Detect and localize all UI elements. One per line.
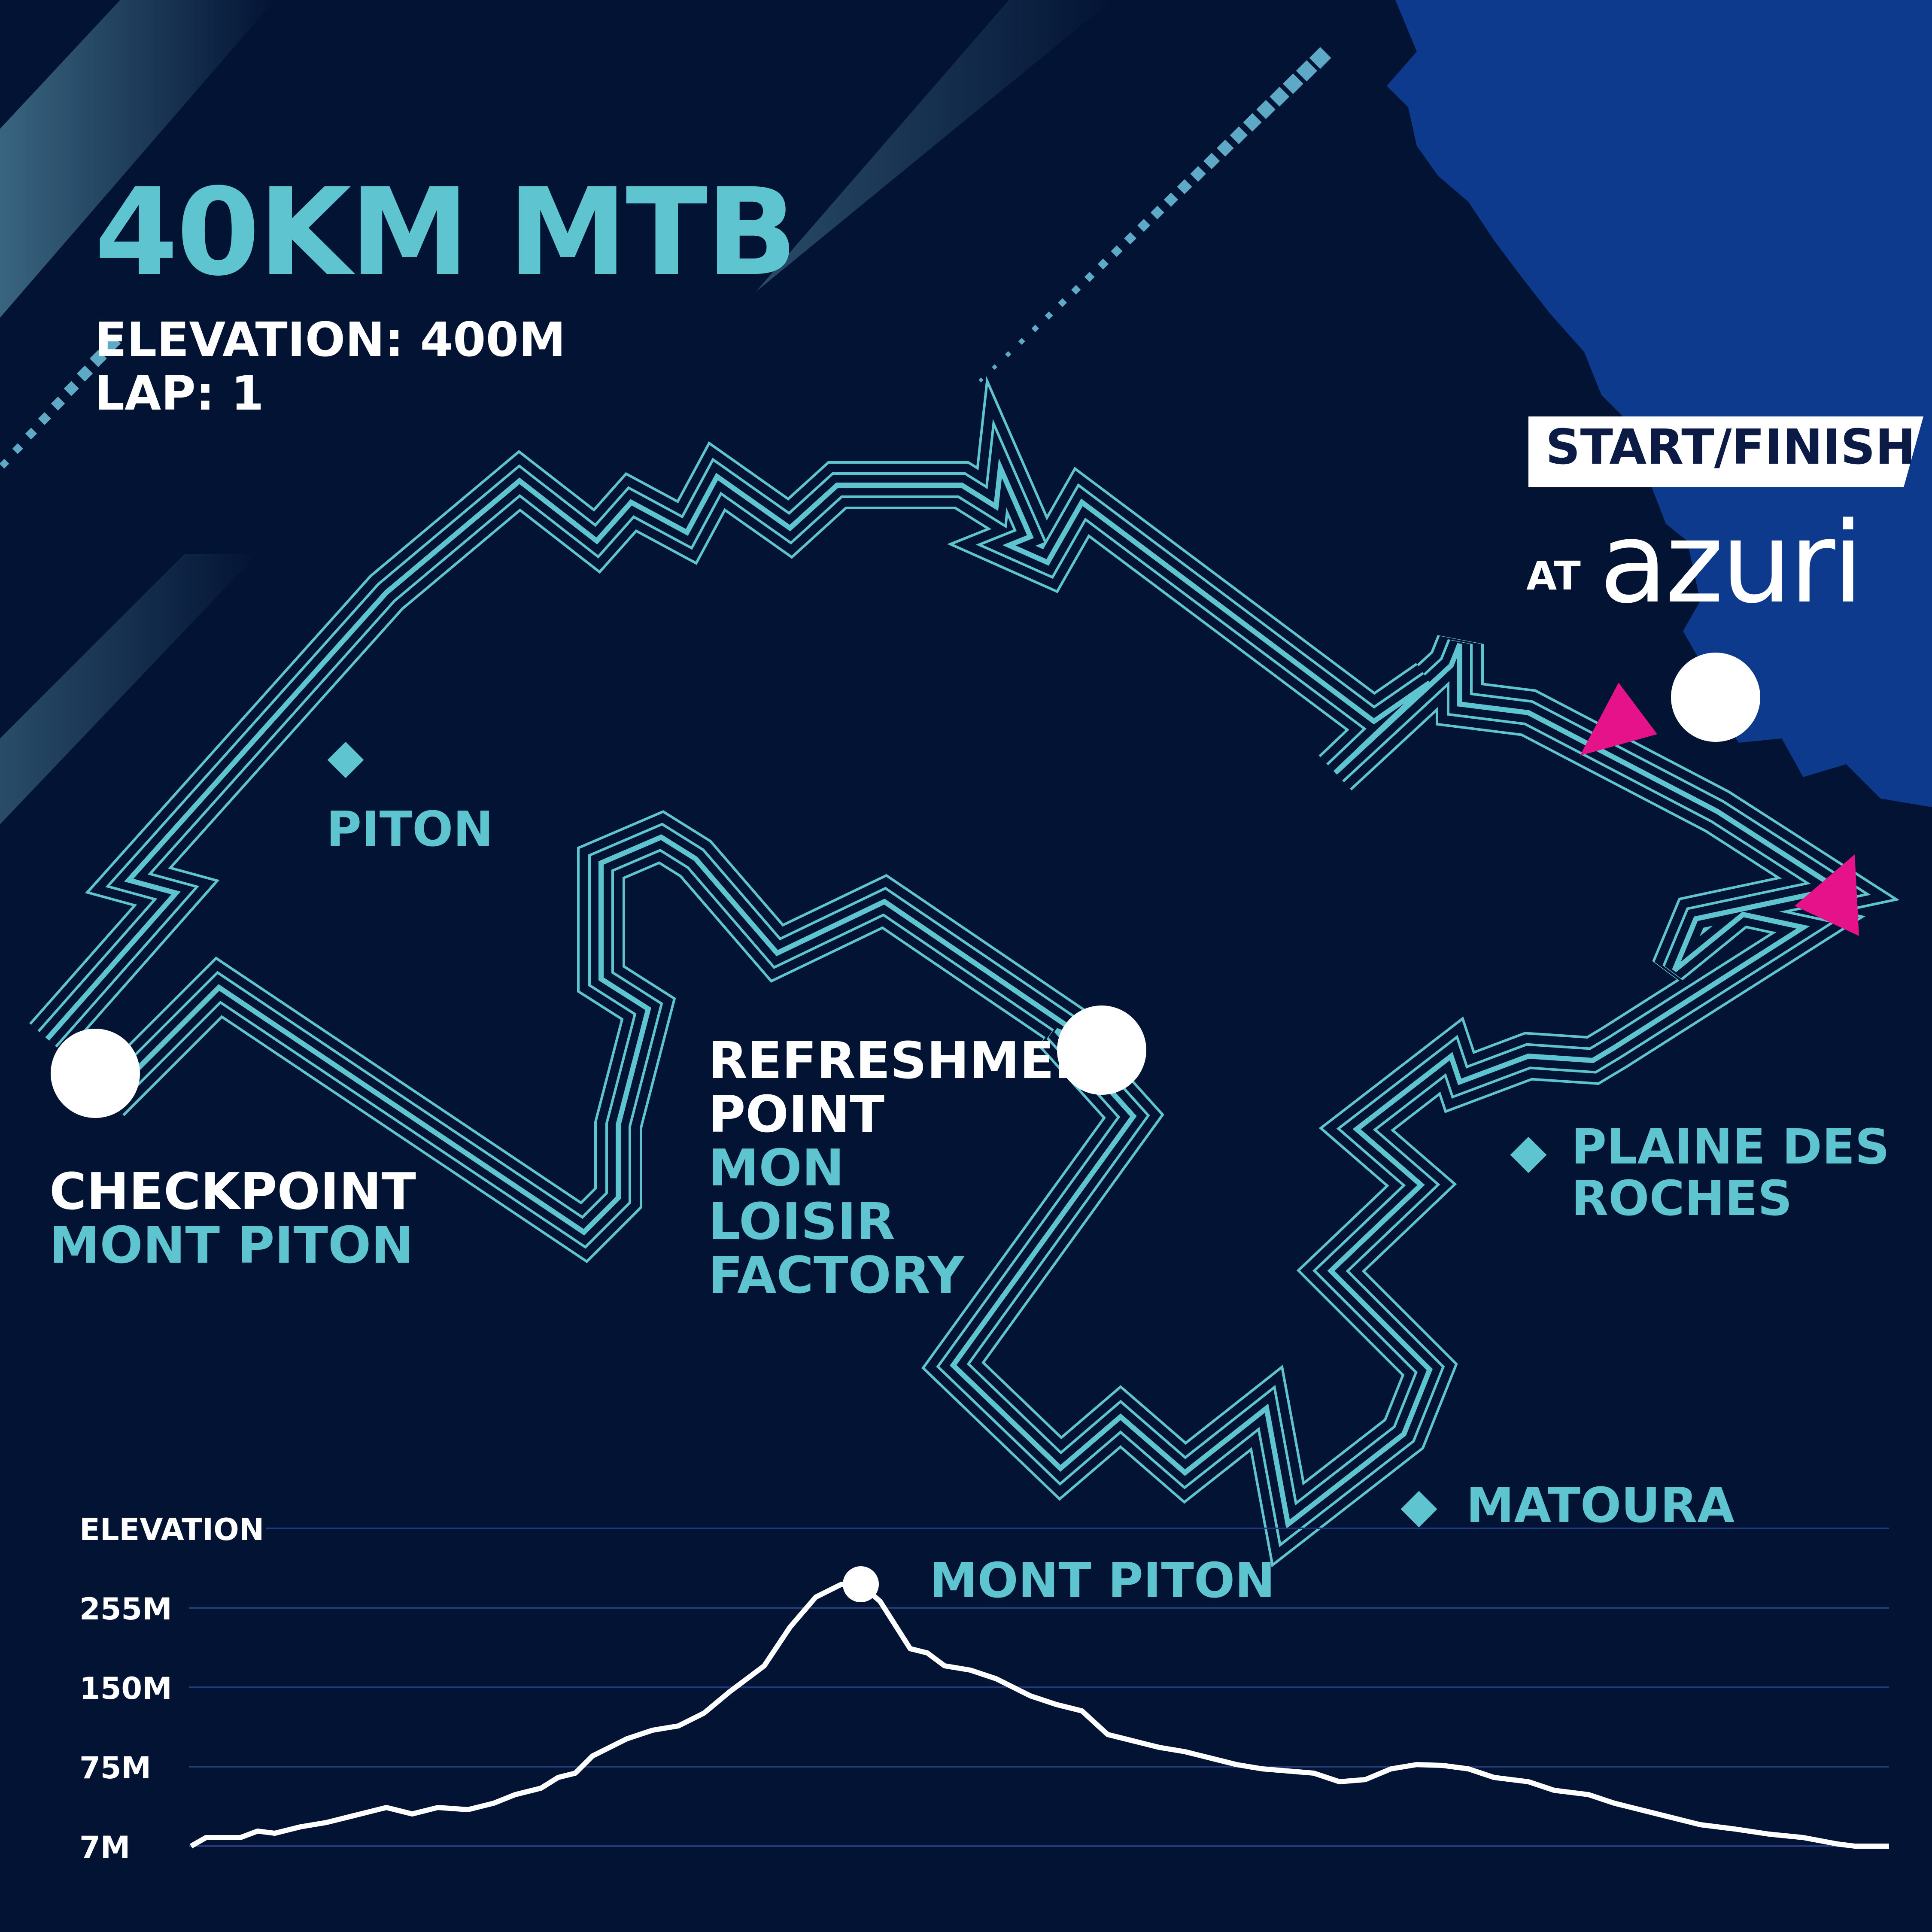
- refreshment-marker: [1057, 1005, 1146, 1095]
- tick-label: 7M: [79, 1830, 131, 1865]
- decor-dot: [1177, 179, 1192, 194]
- decor-dot: [1058, 298, 1067, 307]
- decor-dot: [1071, 285, 1081, 295]
- decor-dot: [1018, 337, 1025, 345]
- decor-dot: [1270, 86, 1290, 107]
- decor-dot: [1111, 245, 1123, 257]
- decor-dot: [978, 377, 984, 383]
- diamond-marker-icon: [327, 741, 364, 778]
- decor-dot: [992, 364, 998, 370]
- sea-area: [1387, 0, 1932, 807]
- decor-dot: [1282, 73, 1303, 94]
- direction-arrow-icon: [1580, 683, 1657, 756]
- decor-dot: [1296, 60, 1318, 82]
- place-matoura: MATOURA: [1466, 1478, 1735, 1534]
- refreshment-name-3: FACTORY: [708, 1245, 964, 1305]
- decor-dot: [1097, 258, 1109, 270]
- tick-label: 150M: [79, 1671, 172, 1706]
- decor-dot: [1150, 206, 1164, 219]
- decor-stripe: [756, 0, 1112, 292]
- decor-dot: [1190, 166, 1206, 182]
- decor-dot: [1084, 272, 1095, 282]
- at-label: AT: [1526, 553, 1581, 599]
- page-title: 40KM MTB: [94, 163, 798, 303]
- tick-label: 255M: [79, 1592, 172, 1627]
- refreshment-name-1: MON: [708, 1138, 844, 1197]
- checkpoint-heading: CHECKPOINT: [49, 1162, 416, 1221]
- decor-dot: [1137, 219, 1151, 232]
- diamond-marker-icon: [1400, 1491, 1437, 1528]
- decor-stripe: [0, 554, 258, 824]
- place-plaine-line2: ROCHES: [1571, 1171, 1792, 1227]
- direction-arrow-icon: [1795, 854, 1859, 936]
- elevation-stat: ELEVATION: 400M: [94, 312, 566, 367]
- refreshment-name-2: LOISIR: [708, 1192, 895, 1251]
- course-route: [29, 376, 1900, 1567]
- decor-dot: [12, 443, 23, 454]
- decor-dot: [25, 428, 37, 440]
- decor-stripe: [0, 0, 275, 318]
- decor-dot: [1243, 113, 1262, 132]
- decor-dot-line: [978, 47, 1331, 383]
- decor-dot: [89, 350, 107, 367]
- route-stroke: [45, 458, 1844, 1529]
- start-finish-label: START/FINISH: [1546, 419, 1916, 475]
- decor-dot: [1203, 152, 1220, 170]
- checkpoint-name: MONT PITON: [49, 1215, 414, 1275]
- decor-dot: [1216, 140, 1234, 157]
- decor-dot: [38, 412, 51, 425]
- diamond-marker-icon: [1510, 1136, 1547, 1173]
- start-finish-marker: [1671, 653, 1760, 742]
- venue-logo: azuri: [1599, 498, 1864, 628]
- decor-dot: [1230, 126, 1248, 144]
- place-plaine-line1: PLAINE DES: [1571, 1119, 1890, 1175]
- decor-dot: [1045, 311, 1053, 320]
- refreshment-heading-2: POINT: [708, 1084, 884, 1144]
- decor-dot: [1309, 47, 1331, 69]
- elevation-axis-title: ELEVATION: [79, 1512, 264, 1547]
- decor-dot: [0, 459, 9, 469]
- decor-dot: [64, 381, 79, 396]
- refreshment-heading-1: REFRESHMENT: [708, 1031, 1131, 1090]
- decor-dot: [1256, 100, 1276, 119]
- peak-marker: [843, 1566, 879, 1602]
- peak-label: MONT PITON: [930, 1553, 1275, 1609]
- start-finish-badge: [1528, 416, 1923, 487]
- decor-dot: [1031, 325, 1039, 332]
- decor-dot: [1005, 351, 1012, 358]
- decor-dot: [1163, 192, 1179, 207]
- decor-dot: [76, 365, 93, 382]
- lap-stat: LAP: 1: [94, 366, 264, 421]
- tick-label: 75M: [79, 1750, 152, 1786]
- elevation-gridlines: [189, 1528, 1889, 1847]
- decor-dot: [1124, 232, 1136, 245]
- checkpoint-marker: [51, 1029, 140, 1118]
- place-piton: PITON: [326, 802, 494, 857]
- elevation-profile-line: [190, 1582, 1889, 1849]
- route-stroke: [39, 428, 1865, 1543]
- decor-dot: [51, 396, 65, 411]
